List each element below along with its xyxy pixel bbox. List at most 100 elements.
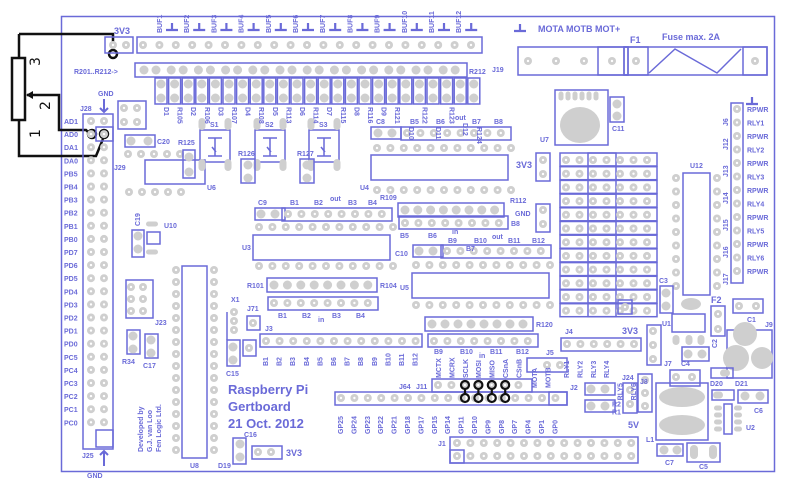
u5-in-pin-hole (403, 221, 407, 225)
switch-pad (224, 118, 232, 130)
proto-pin-hole (645, 213, 649, 216)
relay-label-9: RLY5 (747, 229, 764, 236)
u8-pin-hole (174, 388, 178, 392)
u8-pin-hole (174, 280, 178, 284)
u7-pad (579, 91, 585, 101)
led-resistor-label-12: D7 (325, 107, 332, 116)
led-pad (170, 93, 180, 103)
u1-pad (685, 335, 693, 345)
u5-pin-hole (455, 303, 458, 307)
proto-pin-hole (591, 268, 595, 271)
x1-pin-hole (232, 310, 236, 314)
relay-label-5: RLY3 (747, 175, 764, 182)
left-header-pin-hole (102, 132, 106, 136)
j3-in-label-2: in (479, 353, 485, 360)
r1-label: R1 (612, 409, 621, 416)
j1-pin-hole (522, 441, 526, 445)
u4-pin-hole (456, 146, 459, 150)
led-pad (469, 79, 479, 89)
j24-outline (622, 382, 638, 414)
pot-wire-2 (27, 93, 91, 135)
u5-label: U5 (400, 285, 409, 292)
led-pad (292, 93, 302, 103)
j3-label-B4: B4 (304, 357, 311, 366)
led-resistor-label-20: D11 (434, 127, 441, 140)
proto-pin-hole (645, 282, 649, 285)
led-pad (197, 79, 207, 89)
left-header-pin-hole (102, 381, 106, 385)
led-pad (428, 93, 438, 103)
title-line-1: Raspberry Pi (228, 382, 308, 397)
u2-pad (714, 405, 722, 411)
c7-pad (672, 445, 682, 455)
c8-label: C8 (376, 119, 385, 126)
buffer-header-pin-hole (322, 43, 325, 47)
r120-label: R120 (536, 322, 553, 329)
j4-pin-hole (565, 342, 569, 346)
j3-pin-hole (360, 339, 363, 343)
led-pad (156, 93, 166, 103)
proto-pin-hole (645, 254, 649, 258)
buffer-ground-symbol (438, 23, 450, 32)
u3-in-pin-hole (326, 301, 329, 305)
3v3-label-top: 3V3 (114, 26, 130, 36)
l1-label: L1 (646, 437, 654, 444)
left-header-pin-hole (89, 211, 93, 214)
proto-pin-hole (618, 199, 622, 203)
r125-label: R125 (178, 140, 195, 147)
proto-pin-hole (618, 282, 622, 285)
u12-pin-hole (674, 284, 678, 288)
j25-label: J25 (82, 453, 94, 460)
led-pad (319, 79, 329, 89)
u3-out-label-0: B1 (290, 200, 299, 207)
left-header-pin-hole (89, 146, 93, 149)
c2-pad (683, 349, 693, 359)
resistor-pad (139, 65, 149, 75)
left-header-pin-hole (89, 329, 93, 332)
3v3-pin-hole (111, 43, 115, 47)
j1-pin-hole (509, 454, 512, 458)
buffer-header-pin-hole (174, 43, 177, 47)
u3-pin-hole (338, 264, 341, 268)
u4-pin-hole (402, 146, 405, 150)
proto-pin-hole (578, 186, 581, 189)
led-resistor-outline (181, 77, 195, 105)
resistor-pad (369, 65, 379, 75)
j2-pin-hole (420, 396, 423, 400)
j2-pin-hole (393, 396, 396, 400)
d20-label: D20 (710, 381, 723, 388)
j1-pin-hole (549, 454, 552, 458)
buffer-header-pin-hole (371, 43, 374, 47)
left-header-outline (82, 113, 114, 450)
led-resistor-label-3: R106 (203, 107, 210, 124)
u3-pin-hole (324, 264, 328, 268)
left-header-pin-hole (89, 263, 93, 267)
u5-out-label-2: out (492, 234, 504, 241)
j3-label: J3 (265, 326, 273, 333)
proto-pin-hole (605, 268, 608, 271)
fuse-pin-hole (753, 59, 757, 63)
j19-label: J19 (492, 67, 504, 74)
u6-outline (144, 159, 206, 185)
u4-pin-hole (389, 188, 392, 192)
j3-label-B5: B5 (317, 357, 324, 366)
r120-pad (427, 319, 437, 329)
buffer-header-pin-hole (453, 43, 456, 47)
resistor-outline (240, 158, 256, 184)
u8-pin-hole (212, 448, 216, 452)
pot-pin-2: 2 (38, 101, 54, 110)
j1-pin-hole (536, 441, 539, 445)
gpio-label-GP10: GP10 (472, 416, 479, 434)
proto-pin-hole (618, 172, 622, 175)
u12-pin-hole (715, 244, 719, 247)
u3-out-label-2: out (330, 196, 342, 203)
d20-pad (720, 369, 730, 377)
u5-out-pin-hole (472, 249, 475, 253)
spi-label-MISO: MISO (490, 360, 497, 378)
gnd-jumper (535, 203, 551, 233)
led-resistor-outline (439, 77, 454, 105)
j1-pin-hole (589, 441, 593, 445)
u5-out-pin-hole (539, 249, 542, 253)
relay-pin-hole (735, 175, 739, 178)
j4-label-RLY6: RLY6 (631, 383, 638, 400)
